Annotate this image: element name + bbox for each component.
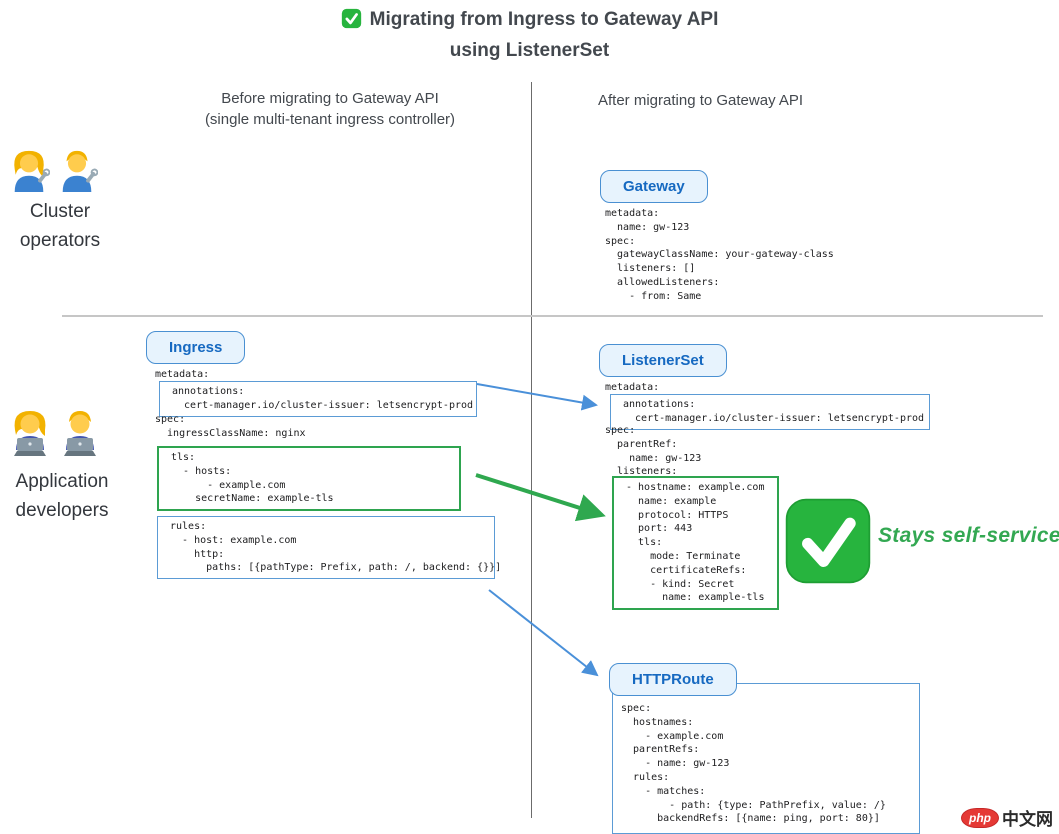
listenerset-spec-lines: spec: parentRef: name: gw-123 listeners: [605, 425, 702, 478]
application-developers-label: Application developers [15, 471, 109, 521]
gateway-badge: Gateway [600, 170, 708, 203]
column-header-before: Before migrating to Gateway API (single … [120, 88, 540, 130]
php-logo: php [961, 807, 999, 828]
check-mark-button-icon [341, 8, 362, 37]
listenerset-metadata-line: metadata: [605, 382, 660, 393]
listenerset-badge: ListenerSet [599, 344, 727, 377]
before-header-line-1: Before migrating to Gateway API [221, 90, 439, 107]
listenerset-annotations-box: annotations: cert-manager.io/cluster-iss… [610, 394, 930, 430]
ingress-badge: Ingress [146, 331, 246, 364]
ingress-rules-box: rules: - host: example.com http: paths: … [157, 516, 502, 580]
woman-technologist-icon [14, 411, 46, 456]
ingress-rules-yaml: rules: - host: example.com http: paths: … [170, 521, 502, 574]
listenerset-listeners-box: - hostname: example.com name: example pr… [612, 476, 779, 611]
before-header-line-2: (single multi-tenant ingress controller) [204, 111, 456, 128]
horizontal-divider [62, 315, 1043, 317]
ingress-annotations-yaml: annotations: cert-manager.io/cluster-iss… [172, 386, 474, 411]
check-mark-button-icon-large [784, 497, 872, 590]
title-line-2: using ListenerSet [449, 40, 610, 61]
cluster-operators-label: Cluster operators [19, 201, 101, 251]
ingress-metadata-line: metadata: [155, 369, 210, 380]
watermark: php 中文网 [961, 805, 1053, 830]
listenerset-listeners-yaml: - hostname: example.com name: example pr… [626, 482, 765, 604]
man-technologist-icon [64, 411, 96, 456]
stays-self-service-note: Stays self-service [878, 524, 1059, 547]
ingress-annotations-box: annotations: cert-manager.io/cluster-iss… [159, 381, 477, 417]
arrow-tls-migration [475, 473, 606, 522]
column-header-after: After migrating to Gateway API [598, 92, 804, 109]
application-developers-icons [8, 408, 102, 456]
vertical-divider [531, 82, 532, 818]
ingress-tls-box: tls: - hosts: - example.com secretName: … [157, 446, 461, 512]
watermark-text: 中文网 [1002, 810, 1053, 829]
ingress-tls-yaml: tls: - hosts: - example.com secretName: … [171, 452, 334, 505]
httproute-box: spec: hostnames: - example.com parentRef… [612, 683, 920, 834]
title-text-1: Migrating from Ingress to Gateway API [369, 9, 719, 30]
page-title: Migrating from Ingress to Gateway API us… [0, 6, 1059, 64]
title-line-1: Migrating from Ingress to Gateway API [0, 6, 1059, 37]
arrow-rules-migration [488, 589, 599, 677]
httproute-badge: HTTPRoute [609, 663, 737, 696]
listenerset-annotations-yaml: annotations: cert-manager.io/cluster-iss… [623, 399, 925, 424]
cluster-operators-icons [8, 147, 98, 193]
gateway-yaml: metadata: name: gw-123 spec: gatewayClas… [605, 208, 834, 302]
man-mechanic-icon [62, 150, 98, 192]
httproute-yaml: spec: hostnames: - example.com parentRef… [621, 703, 886, 825]
woman-mechanic-icon [14, 150, 50, 192]
arrow-annotations-migration [476, 383, 598, 411]
ingress-spec-lines: spec: ingressClassName: nginx [155, 414, 306, 439]
